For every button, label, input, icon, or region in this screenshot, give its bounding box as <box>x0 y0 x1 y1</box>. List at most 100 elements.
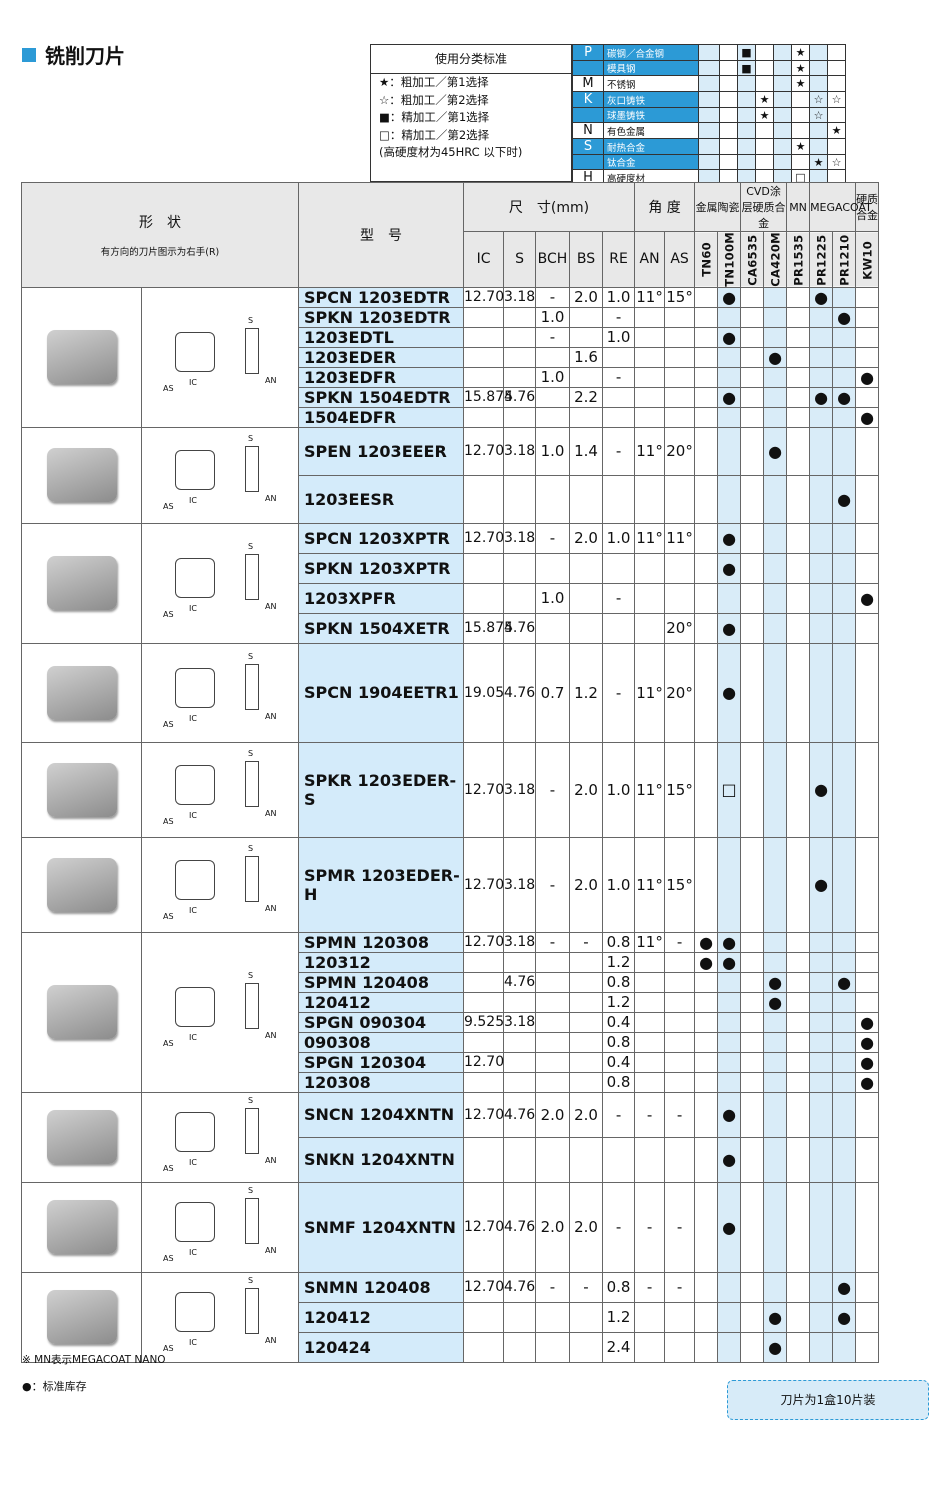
grade-mark <box>786 1271 811 1303</box>
dim-re-cell: - <box>602 366 636 388</box>
drawing-label-s: S <box>248 1276 254 1286</box>
grade-mark <box>832 552 857 584</box>
cermet-group-header: 金属陶瓷 <box>694 182 742 232</box>
shape-header: 形 状有方向的刀片图示为右手(R) <box>20 182 300 288</box>
iso-material: 耐热合金 <box>603 138 699 155</box>
grade-mark: ● <box>855 366 880 388</box>
grade-mark <box>855 386 880 408</box>
grade-mark <box>717 582 742 614</box>
iso-mark <box>755 138 774 155</box>
title-marker <box>22 47 36 62</box>
dim-re-cell <box>602 474 636 524</box>
grade-mark: ● <box>855 1011 880 1033</box>
insert-photo-cell <box>21 1091 142 1183</box>
grade-mark <box>694 991 719 1013</box>
iso-mark <box>773 60 792 76</box>
grade-header-pr1210: PR1210 <box>832 231 856 288</box>
dim-an-cell: 11° <box>634 642 666 743</box>
grade-mark <box>740 406 765 428</box>
grade-mark <box>786 406 811 428</box>
dim-s-cell: 4.76 <box>503 1181 537 1273</box>
dim-ic-cell: 12.70 <box>463 1051 505 1073</box>
dim-an-cell: 11° <box>634 426 666 476</box>
legend-item: ★：粗加工／第1选择 <box>379 75 489 89</box>
grade-mark <box>740 326 765 348</box>
iso-mark <box>791 154 810 170</box>
dim-bs-cell: 1.4 <box>569 426 604 476</box>
dim-an-cell <box>634 346 666 368</box>
dim-as-cell <box>664 1136 696 1183</box>
dim-bch-cell: - <box>535 1271 571 1303</box>
dim-bch-cell: 0.7 <box>535 642 571 743</box>
dim-bs-cell <box>569 406 604 428</box>
model-cell: 090308 <box>298 1031 465 1053</box>
grade-mark <box>855 426 880 476</box>
grade-mark <box>740 426 765 476</box>
insert-side-view <box>245 983 259 1030</box>
grade-mark <box>855 1181 880 1273</box>
grade-mark <box>740 1181 765 1273</box>
dim-ic-cell <box>463 971 505 993</box>
dim-s-cell <box>503 552 537 584</box>
iso-mark <box>827 75 846 92</box>
dim-bch-cell <box>535 406 571 428</box>
legend-item: ■：精加工／第1选择 <box>379 110 490 124</box>
dim-bch-cell: - <box>535 931 571 953</box>
grade-mark <box>786 582 811 614</box>
grade-mark <box>786 306 811 328</box>
grade-mark: ● <box>717 1181 742 1273</box>
grade-mark <box>855 474 880 524</box>
dim-as-cell: - <box>664 931 696 953</box>
iso-mark <box>755 75 774 92</box>
grade-mark <box>763 366 788 388</box>
grade-mark <box>855 991 880 1013</box>
grade-mark: ● <box>694 931 719 953</box>
grade-mark <box>740 286 765 308</box>
grade-mark <box>786 991 811 1013</box>
grade-mark <box>763 741 788 838</box>
model-cell: SNCN 1204XNTN <box>298 1091 465 1138</box>
iso-row: 球墨铸铁★☆ <box>572 107 846 123</box>
insert-photo-cell <box>21 522 142 644</box>
dim-ic-cell <box>463 366 505 388</box>
drawing-label-an: AN <box>265 602 277 612</box>
grade-mark: ● <box>717 326 742 348</box>
iso-mark <box>698 107 720 123</box>
grade-mark <box>740 346 765 368</box>
dim-an-cell <box>634 1136 666 1183</box>
dim-header-ic: IC <box>463 231 505 288</box>
dim-bs-cell: 2.2 <box>569 386 604 408</box>
drawing-label-s: S <box>248 651 254 661</box>
grade-mark <box>763 1136 788 1183</box>
insert-photo-cell <box>21 642 142 743</box>
grade-mark <box>694 522 719 554</box>
dim-an-cell <box>634 991 666 1013</box>
grade-mark <box>809 642 834 743</box>
dim-ic-cell: 12.70 <box>463 522 504 554</box>
iso-material: 有色金属 <box>603 122 699 139</box>
model-cell: SPCN 1203EDTR <box>298 286 465 308</box>
grade-mark <box>832 741 857 838</box>
insert-photo-cell <box>21 931 142 1093</box>
grade-mark <box>809 1071 834 1093</box>
shape-header-label: 形 状 <box>139 214 181 231</box>
dim-ic-cell <box>463 1136 505 1183</box>
drawing-label-s: S <box>248 434 254 444</box>
insert-outline <box>175 1292 215 1333</box>
dim-ic-cell <box>463 991 505 1013</box>
grade-mark <box>740 991 765 1013</box>
insert-side-view <box>245 1108 259 1155</box>
grade-mark <box>786 366 811 388</box>
drawing-label-s: S <box>248 843 254 853</box>
drawing-label-an: AN <box>265 494 277 504</box>
insert-outline <box>175 859 215 900</box>
grade-mark <box>740 971 765 993</box>
dim-bs-cell <box>569 582 604 614</box>
